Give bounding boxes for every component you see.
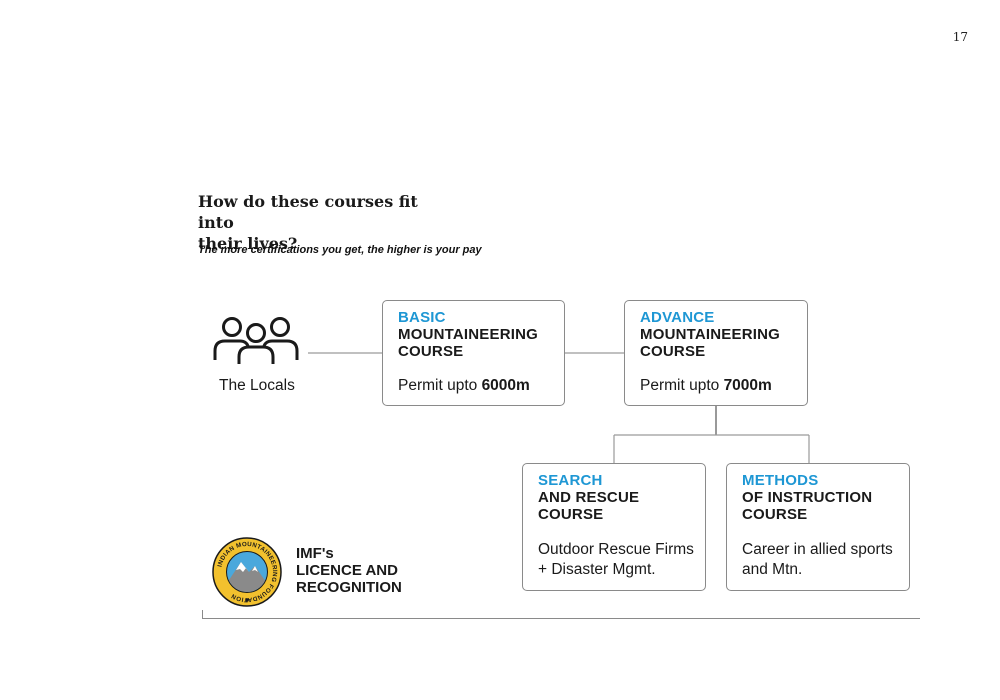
advance-mountaineering-course-card: ADVANCE MOUNTAINEERING COURSE Permit upt… [624, 300, 808, 406]
card-description: Permit upto 7000m [640, 376, 772, 396]
card-title-line-3: COURSE [398, 343, 464, 360]
card-title-line-2: OF INSTRUCTION [742, 489, 873, 506]
card-title-line-3: COURSE [742, 506, 808, 523]
locals-label: The Locals [219, 377, 295, 394]
card-description: Career in allied sports and Mtn. [742, 540, 893, 580]
description-line-2: and Mtn. [742, 561, 803, 578]
description-line-2: + Disaster Mgmt. [538, 561, 656, 578]
card-title-line-2: AND RESCUE [538, 489, 640, 506]
card-title-line-2: MOUNTAINEERING [398, 326, 539, 343]
card-title-accent: BASIC [398, 309, 446, 326]
card-title-accent: ADVANCE [640, 309, 715, 326]
search-and-rescue-course-card: SEARCH AND RESCUE COURSE Outdoor Rescue … [522, 463, 706, 591]
bottom-rule-tick [202, 610, 203, 618]
card-title-accent: METHODS [742, 472, 819, 489]
card-title: SEARCH AND RESCUE COURSE [538, 472, 639, 523]
page-subheading: The more certifications you get, the hig… [198, 244, 482, 256]
bottom-rule [202, 618, 920, 619]
permit-text: Permit upto [640, 377, 724, 394]
card-title: ADVANCE MOUNTAINEERING COURSE [640, 309, 780, 360]
card-title-accent: SEARCH [538, 472, 603, 489]
imf-recognition-label: IMF's LICENCE AND RECOGNITION [296, 545, 402, 596]
description-line-1: Outdoor Rescue Firms [538, 541, 694, 558]
card-title: BASIC MOUNTAINEERING COURSE [398, 309, 538, 360]
page-heading: How do these courses fit into their live… [198, 191, 458, 254]
methods-of-instruction-course-card: METHODS OF INSTRUCTION COURSE Career in … [726, 463, 910, 591]
card-description: Outdoor Rescue Firms + Disaster Mgmt. [538, 540, 694, 580]
permit-altitude: 7000m [723, 377, 772, 394]
card-title-line-2: MOUNTAINEERING [640, 326, 781, 343]
description-line-1: Career in allied sports [742, 541, 893, 558]
imf-line-3: RECOGNITION [296, 579, 402, 596]
page-number: 17 [952, 30, 968, 44]
card-title-line-3: COURSE [640, 343, 706, 360]
basic-mountaineering-course-card: BASIC MOUNTAINEERING COURSE Permit upto … [382, 300, 565, 406]
imf-logo: INDIAN MOUNTAINEERING FOUNDATION [212, 537, 282, 607]
permit-altitude: 6000m [481, 377, 530, 394]
card-title: METHODS OF INSTRUCTION COURSE [742, 472, 872, 523]
card-title-line-3: COURSE [538, 506, 604, 523]
people-group-icon [213, 317, 299, 364]
imf-line-1: IMF's [296, 545, 334, 562]
heading-line-1: How do these courses fit into [198, 192, 418, 232]
permit-text: Permit upto [398, 377, 482, 394]
imf-line-2: LICENCE AND [296, 562, 398, 579]
card-description: Permit upto 6000m [398, 376, 530, 396]
heading-line-2: their lives? [198, 234, 298, 253]
